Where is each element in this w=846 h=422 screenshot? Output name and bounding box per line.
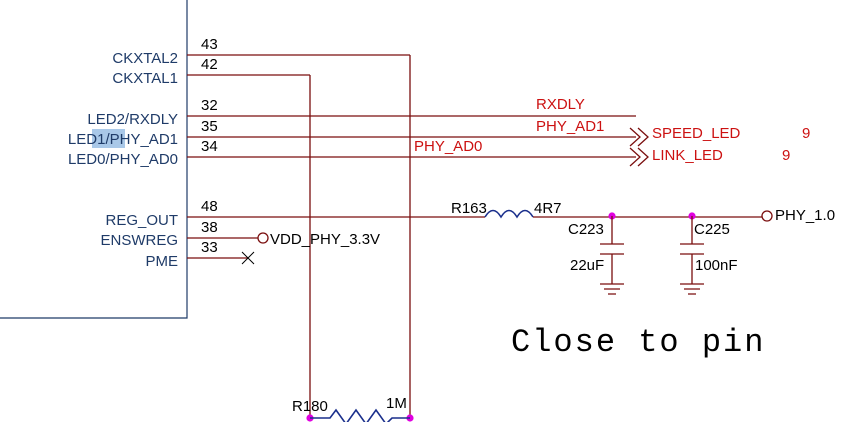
pin-number-43: 43 — [201, 36, 218, 53]
r163-coil — [484, 209, 534, 219]
c225-ref: C225 — [694, 221, 730, 238]
pin-label-ckxtal1: CKXTAL1 — [112, 70, 178, 87]
c223-value: 22uF — [570, 257, 604, 274]
no-connect-marker — [241, 251, 255, 265]
pin-number-42: 42 — [201, 56, 218, 73]
pin-number-35: 35 — [201, 118, 218, 135]
r163-ref: R163 — [451, 200, 487, 217]
c223-ref: C223 — [568, 221, 604, 238]
ic-body-outline — [0, 0, 188, 319]
offpage-page-link-led: 9 — [782, 147, 790, 164]
pin-number-34: 34 — [201, 138, 218, 155]
offpage-arrow-link-led — [629, 147, 649, 167]
r180-ref: R180 — [292, 398, 328, 415]
pin-number-33: 33 — [201, 239, 218, 256]
pin-label-led1-phy-ad1: LED1/PHY_AD1 — [68, 131, 178, 148]
r163-value: 4R7 — [534, 200, 562, 217]
offpage-label-link-led: LINK_LED — [652, 147, 723, 164]
offpage-arrow-speed-led — [629, 127, 649, 147]
net-label-phy-ad1: PHY_AD1 — [536, 118, 604, 135]
pin-label-enswreg: ENSWREG — [100, 232, 178, 249]
r180-value: 1M — [386, 395, 407, 412]
pin-number-38: 38 — [201, 219, 218, 236]
pin-label-ckxtal2: CKXTAL2 — [112, 50, 178, 67]
pin-number-48: 48 — [201, 198, 218, 215]
power-port-circle — [257, 232, 269, 244]
net-label-vdd-phy: VDD_PHY_3.3V — [270, 231, 380, 248]
pin-label-led0-phy-ad0: LED0/PHY_AD0 — [68, 151, 178, 168]
offpage-label-speed-led: SPEED_LED — [652, 125, 741, 142]
text-selection-highlight — [92, 129, 125, 148]
net-label-phy-ad0: PHY_AD0 — [414, 138, 482, 155]
ground-icon — [680, 283, 704, 295]
r180-resistor — [310, 408, 410, 422]
power-port-phy-1v0 — [761, 210, 773, 222]
note-close-to-pin: Close to pin — [511, 324, 765, 361]
ground-icon — [600, 283, 624, 295]
pin-number-32: 32 — [201, 97, 218, 114]
pin-label-led2-rxdly: LED2/RXDLY — [87, 111, 178, 128]
offpage-page-speed-led: 9 — [802, 125, 810, 142]
net-label-phy-1v0: PHY_1.0 — [775, 207, 835, 224]
pin-label-pme: PME — [145, 253, 178, 270]
pin-label-reg-out: REG_OUT — [105, 212, 178, 229]
c225-value: 100nF — [695, 257, 738, 274]
net-label-rxdly: RXDLY — [536, 96, 585, 113]
